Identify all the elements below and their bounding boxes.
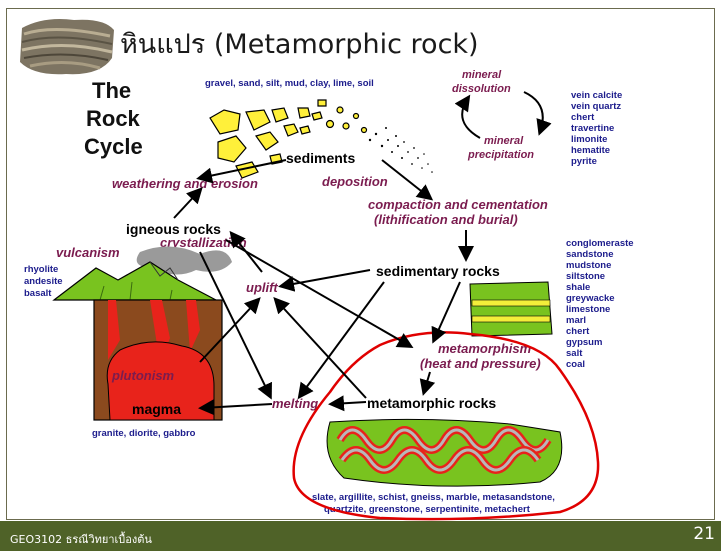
rock-cycle-title-line-3: Cycle — [84, 134, 143, 159]
sedimentary-rock-item: sandstone — [566, 249, 614, 260]
sedimentary-rock-item: shale — [566, 282, 590, 293]
sedimentary-rock-item: chert — [566, 326, 590, 337]
plutonic-rocks-list: granite, diorite, gabbro — [92, 428, 196, 439]
process-compaction-1: compaction and cementation — [368, 197, 548, 212]
process-melting: melting — [272, 396, 318, 411]
page-number: 21 — [693, 524, 715, 544]
footer-course-name: GEO3102 ธรณีวิทยาเบื้องต้น — [10, 530, 152, 548]
process-deposition: deposition — [322, 174, 388, 189]
vein-mineral-item: vein quartz — [571, 101, 621, 112]
volcanic-rock-item: rhyolite — [24, 264, 58, 275]
sedimentary-rock-item: limestone — [566, 304, 610, 315]
arrow-dissolution-to-precipitation — [524, 92, 543, 132]
sediment-fine-grains — [369, 127, 433, 173]
node-sedimentary-rocks: sedimentary rocks — [376, 263, 500, 279]
sedimentary-rock-item: marl — [566, 315, 586, 326]
vein-mineral-item: hematite — [571, 145, 610, 156]
sedimentary-layers-illustration — [470, 282, 552, 336]
volcanic-rocks-list: rhyolite andesite basalt — [24, 264, 63, 299]
footer-bar: GEO3102 ธรณีวิทยาเบื้องต้น 21 — [0, 521, 721, 551]
process-weathering: weathering and erosion — [112, 176, 258, 191]
node-sediments: sediments — [286, 150, 355, 166]
sedimentary-rock-item: gypsum — [566, 337, 602, 348]
process-vulcanism: vulcanism — [56, 245, 120, 260]
sedimentary-rock-item: salt — [566, 348, 583, 359]
process-mineral-dissolution-2: dissolution — [452, 83, 511, 95]
process-uplift: uplift — [246, 280, 278, 295]
sediment-pebbles — [210, 100, 367, 178]
vein-mineral-item: chert — [571, 112, 595, 123]
process-mineral-precipitation-2: precipitation — [467, 149, 534, 161]
process-mineral-dissolution-1: mineral — [462, 69, 502, 81]
process-mineral-precipitation-1: mineral — [484, 135, 524, 147]
node-magma: magma — [132, 401, 181, 417]
sedimentary-rock-item: conglomeraste — [566, 238, 634, 249]
volcanic-rock-item: andesite — [24, 276, 63, 287]
rock-cycle-title-line-2: Rock — [86, 106, 141, 131]
sedimentary-rock-item: siltstone — [566, 271, 605, 282]
process-compaction-2: (lithification and burial) — [374, 212, 518, 227]
vein-mineral-item: limonite — [571, 134, 607, 145]
node-metamorphic-rocks: metamorphic rocks — [367, 395, 496, 411]
vein-minerals-list: vein calcite vein quartz chert travertin… — [571, 90, 622, 167]
arrow-precipitation-to-dissolution — [462, 98, 480, 138]
sedimentary-rock-item: greywacke — [566, 293, 615, 304]
sedimentary-rock-item: coal — [566, 359, 585, 370]
sediment-list: gravel, sand, silt, mud, clay, lime, soi… — [205, 78, 374, 89]
rock-cycle-title-line-1: The — [92, 78, 131, 103]
rock-cycle-diagram: The Rock Cycle gravel, sand, silt, mud, … — [0, 0, 721, 521]
sedimentary-rock-item: mudstone — [566, 260, 611, 271]
process-plutonism: plutonism — [111, 368, 175, 383]
vein-mineral-item: travertine — [571, 123, 614, 134]
sedimentary-rocks-list: conglomeraste sandstone mudstone siltsto… — [566, 238, 634, 370]
volcanic-rock-item: basalt — [24, 288, 52, 299]
metamorphic-folds-illustration — [327, 419, 562, 486]
metamorphic-rocks-list-1: slate, argillite, schist, gneiss, marble… — [312, 492, 555, 503]
process-metamorphism-2: (heat and pressure) — [420, 356, 541, 371]
vein-mineral-item: vein calcite — [571, 90, 622, 101]
vein-mineral-item: pyrite — [571, 156, 597, 167]
